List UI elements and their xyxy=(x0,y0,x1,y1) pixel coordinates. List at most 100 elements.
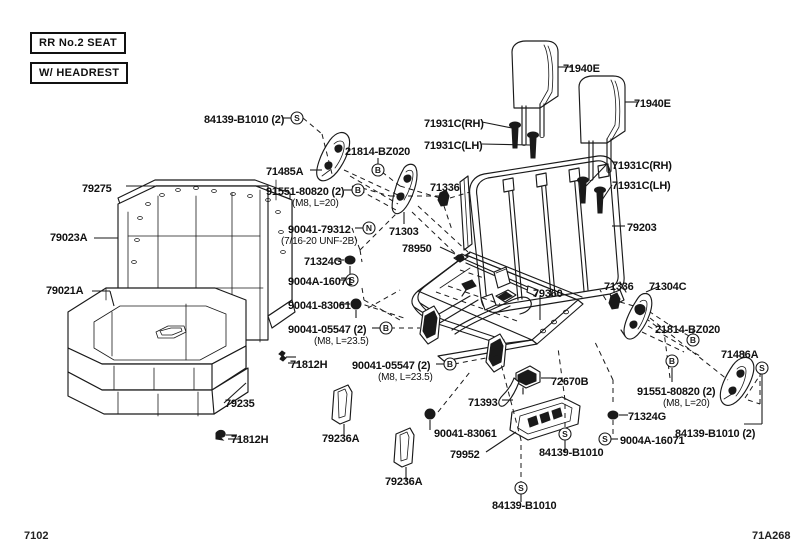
part-number-label: 78950 xyxy=(402,243,432,255)
marker-b-91551-right: B xyxy=(665,354,679,368)
headrest-option-box: W/ HEADREST xyxy=(30,62,129,84)
svg-text:S: S xyxy=(602,434,608,444)
headrest-71940e-2 xyxy=(578,75,626,181)
part-number-label: 9004A-16071 xyxy=(620,435,685,447)
part-number-label: 71931C(RH) xyxy=(424,118,484,130)
svg-text:S: S xyxy=(518,483,524,493)
part-number-label: 71940E xyxy=(634,98,671,110)
part-number-label: 72670B xyxy=(551,376,589,388)
part-number-label: 90041-83061 xyxy=(288,300,351,312)
part-number-label: 71486A xyxy=(721,349,759,361)
part-number-label: 71812H xyxy=(231,434,269,446)
part-number-label: 71336 xyxy=(430,182,460,194)
bolt-71931c-lh-1 xyxy=(527,131,539,159)
seat-leg-bracket-left xyxy=(419,305,441,345)
part-number-label: (M8, L=20) xyxy=(663,398,710,409)
fastener-71336-right xyxy=(608,292,621,310)
part-number-label: 84139-B1010 xyxy=(539,447,604,459)
svg-text:B: B xyxy=(669,356,675,366)
part-number-label: 79021A xyxy=(46,285,84,297)
part-number-label: 90041-05547 (2) xyxy=(352,360,431,372)
marker-b-90041-05547-left: B xyxy=(379,321,393,335)
part-number-label: 79236A xyxy=(385,476,423,488)
part-number-label: 79360 xyxy=(533,288,563,300)
part-number-label: (M8, L=20) xyxy=(292,198,339,209)
svg-text:S: S xyxy=(562,429,568,439)
bolt-71931c-rh-1 xyxy=(509,121,521,149)
marker-nut-71324g-left xyxy=(344,255,356,265)
footer-left-code: 7102 xyxy=(24,530,49,542)
part-number-label: 90041-83061 xyxy=(434,428,497,440)
hinge-71304c xyxy=(620,292,653,340)
svg-text:B: B xyxy=(690,335,696,345)
marker-s-84139-right: S xyxy=(755,361,769,375)
marker-s-84139-top: S xyxy=(290,111,304,125)
part-number-label: 71940E xyxy=(563,63,600,75)
part-number-label: 84139-B1010 xyxy=(492,500,557,512)
bolt-71931c-rh-2 xyxy=(577,176,589,204)
part-number-label: 79952 xyxy=(450,449,480,461)
svg-text:B: B xyxy=(447,359,453,369)
cover-79236a-2 xyxy=(393,427,415,468)
part-number-label: 84139-B1010 (2) xyxy=(204,114,285,126)
marker-dot-90041-83061-left xyxy=(350,298,362,310)
seatback-frame-79203 xyxy=(459,155,627,313)
leader-lines xyxy=(92,66,745,480)
part-number-label: 71324G xyxy=(628,411,666,423)
part-number-label: 71393 xyxy=(468,397,498,409)
cover-79236a-1 xyxy=(331,384,353,425)
marker-nut-71324g-right xyxy=(607,410,619,420)
part-number-label: 71485A xyxy=(266,166,304,178)
seat-cushion-assembly xyxy=(67,287,249,417)
marker-b-21814-top: B xyxy=(371,163,385,177)
part-number-label: 71931C(RH) xyxy=(612,160,672,172)
part-number-label: 21814-BZ020 xyxy=(655,324,721,336)
assembly-dashed-lines xyxy=(302,117,763,486)
part-number-label: 9004A-16071 xyxy=(288,276,353,288)
part-number-label: 79236A xyxy=(322,433,360,445)
part-number-label: 79023A xyxy=(50,232,88,244)
svg-text:S: S xyxy=(294,113,300,123)
part-number-label: 79235 xyxy=(225,398,255,410)
part-number-label: (M8, L=23.5) xyxy=(314,336,369,347)
part-number-label: 90041-79312 xyxy=(288,224,351,236)
svg-text:B: B xyxy=(375,165,381,175)
part-number-label: 90041-05547 (2) xyxy=(288,324,367,336)
svg-text:N: N xyxy=(366,223,372,233)
svg-text:S: S xyxy=(759,363,765,373)
clip-71812h-lower xyxy=(215,429,226,441)
marker-b-90041-05547-mid: B xyxy=(443,357,457,371)
part-number-label: 79203 xyxy=(627,222,657,234)
svg-text:S: S xyxy=(349,275,355,285)
marker-s-9004a-right: S xyxy=(598,432,612,446)
seat-leg-bracket-right xyxy=(485,333,507,373)
callout-markers: S S S S S S B B B B B B N xyxy=(283,111,769,502)
clip-71812h-upper xyxy=(278,350,287,362)
svg-text:B: B xyxy=(383,323,389,333)
marker-b-91551-top: B xyxy=(351,183,365,197)
hinge-71303 xyxy=(391,163,418,215)
part-number-label: 21814-BZ020 xyxy=(345,146,411,158)
marker-dot-90041-83061-mid xyxy=(424,408,436,420)
part-number-label: 91551-80820 (2) xyxy=(266,186,345,198)
marker-n-90041-79312: N xyxy=(362,221,376,235)
part-number-label: 71303 xyxy=(389,226,419,238)
part-number-label: 71812H xyxy=(290,359,328,371)
svg-text:B: B xyxy=(355,185,361,195)
part-number-label: 71324G xyxy=(304,256,342,268)
part-number-label: (M8, L=23.5) xyxy=(378,372,433,383)
marker-s-84139-bottom: S xyxy=(514,481,528,495)
part-number-label: (7/16-20 UNF-2B) xyxy=(281,236,358,247)
headrest-71940e-1 xyxy=(511,40,559,146)
seat-position-box: RR No.2 SEAT xyxy=(30,32,126,54)
part-number-label: 71304C xyxy=(649,281,687,293)
part-number-label: 84139-B1010 (2) xyxy=(675,428,756,440)
marker-s-84139-mid: S xyxy=(558,427,572,441)
striker-72670b xyxy=(515,365,541,395)
marker-b-21814-right: B xyxy=(686,333,700,347)
cover-71486a xyxy=(719,356,755,406)
footer-right-code: 71A268 xyxy=(752,530,791,542)
bolt-71931c-lh-2 xyxy=(594,186,606,214)
